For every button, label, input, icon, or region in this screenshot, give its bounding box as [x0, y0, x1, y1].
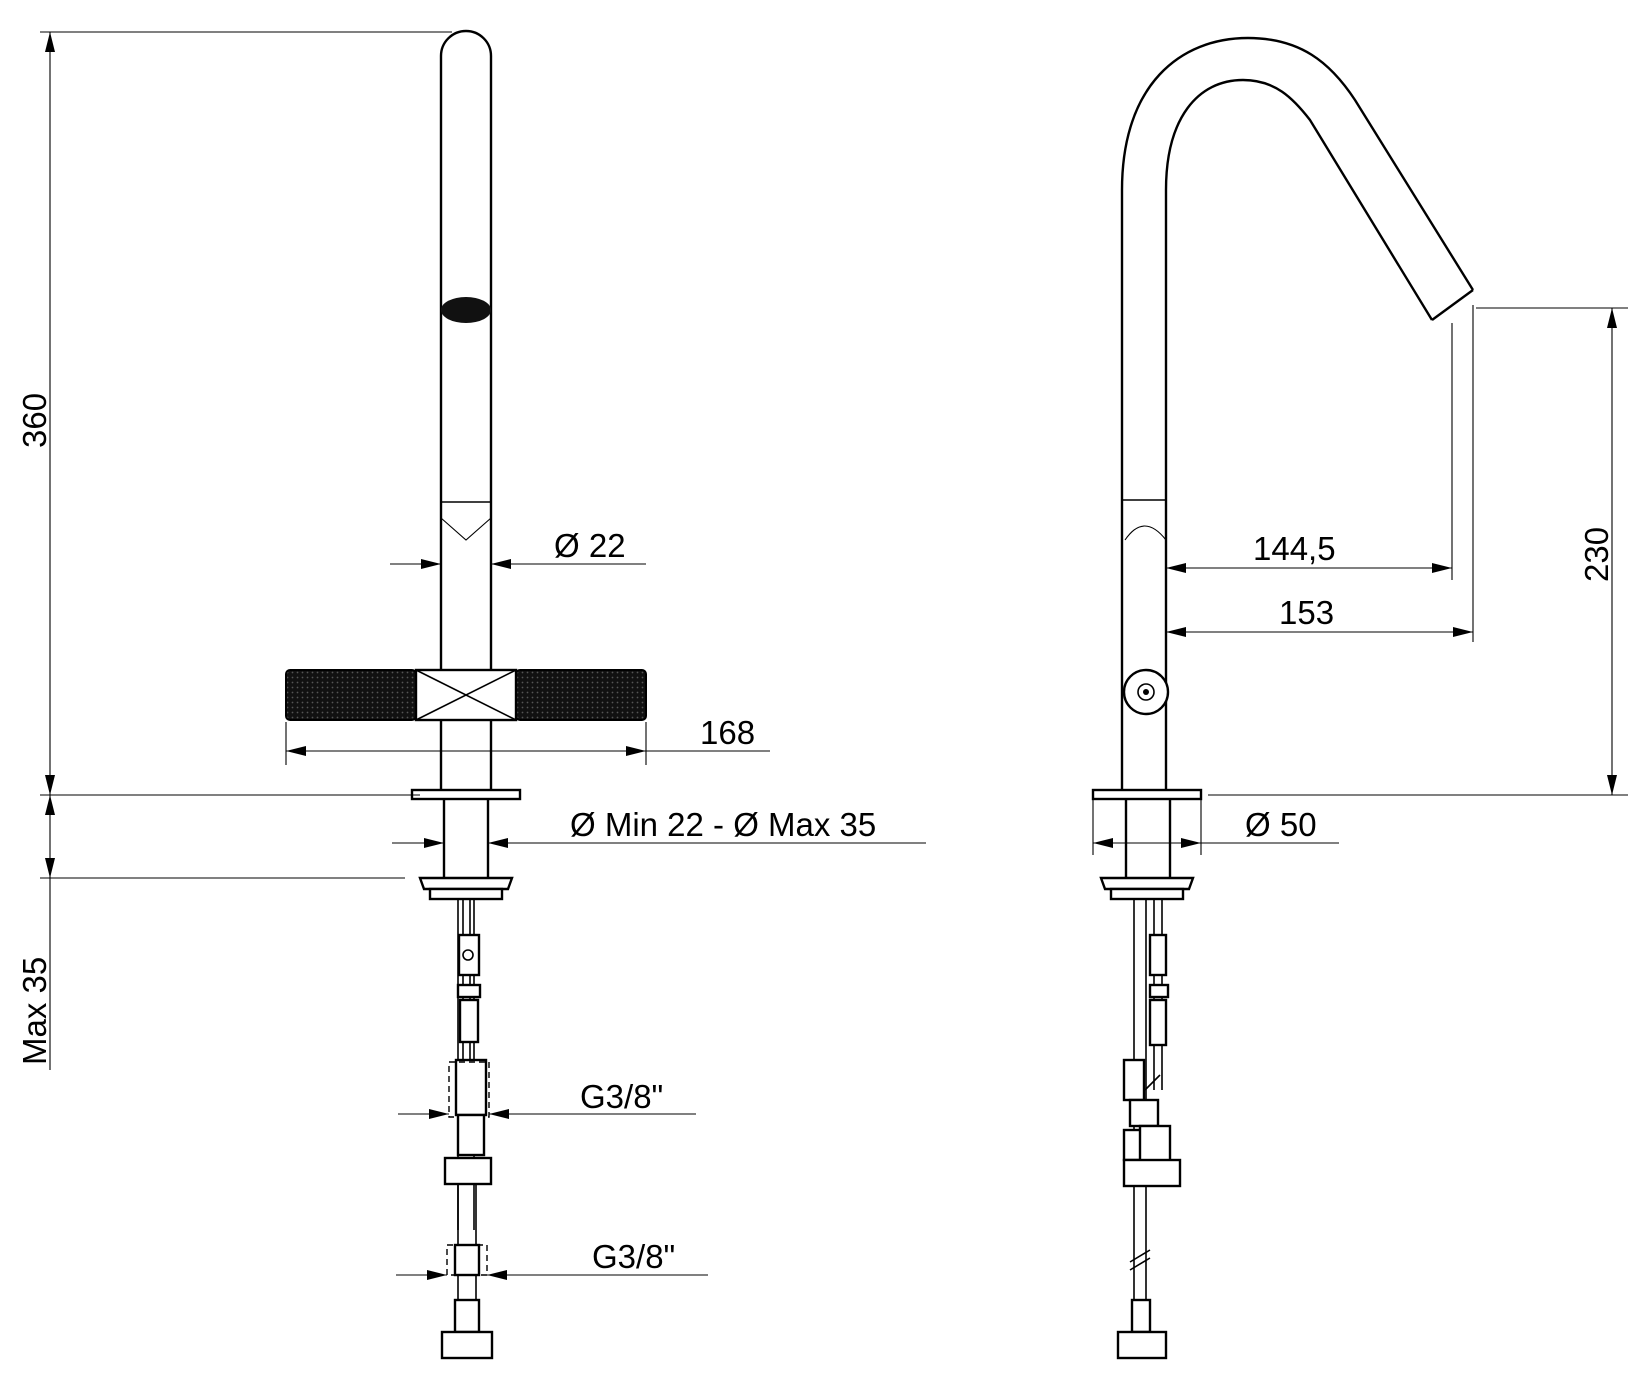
- front-hose-clip-hole: [462, 949, 474, 961]
- side-view: [1091, 36, 1475, 1360]
- dim-height-360: 360: [16, 31, 452, 796]
- dim-text-g38-upper: G3/8": [580, 1078, 663, 1115]
- side-lever-knob-center: [1143, 689, 1149, 695]
- left-knurled-handle: [285, 669, 417, 721]
- front-cross-handle: [285, 668, 647, 722]
- front-hose-end-nut: [440, 1330, 494, 1360]
- side-hoses: [1116, 899, 1182, 1360]
- dim-text-230: 230: [1578, 527, 1615, 582]
- dim-text-153: 153: [1279, 594, 1334, 631]
- dim-base-diameter-50: Ø 50: [1092, 800, 1339, 855]
- dim-text-max-35: Max 35: [16, 957, 53, 1065]
- dim-spout-height-230: 230: [1208, 307, 1628, 796]
- side-hose-end-nut: [1116, 1330, 1168, 1360]
- front-spout-tube: [439, 29, 493, 670]
- side-tube-arc: [1124, 525, 1167, 541]
- side-check-valve: [1122, 1158, 1182, 1188]
- dim-hose-connection-lower: G3/8": [396, 1238, 708, 1280]
- front-base-plate: [410, 788, 522, 801]
- dim-text-base-diameter: Ø 50: [1245, 806, 1317, 843]
- dim-text-168: 168: [700, 714, 755, 751]
- dim-spout-diameter: Ø 22: [390, 527, 646, 569]
- dim-hole-diameter: Ø Min 22 - Ø Max 35: [392, 806, 926, 848]
- side-connector-a: [1122, 1058, 1146, 1102]
- front-fixing-nut: [418, 876, 514, 891]
- side-base-plate: [1091, 788, 1203, 801]
- side-fixing-nut: [1099, 876, 1195, 891]
- side-spout-outer: [1120, 36, 1475, 790]
- front-hoses: [440, 899, 494, 1360]
- dim-text-hole-diameter: Ø Min 22 - Ø Max 35: [570, 806, 876, 843]
- dim-handle-168: 168: [285, 714, 770, 765]
- right-knurled-handle: [515, 669, 647, 721]
- front-check-valve: [443, 1156, 493, 1186]
- front-hose-clip: [457, 933, 481, 977]
- front-tube-chevron: [440, 517, 492, 541]
- front-upper-connector: [454, 1058, 488, 1117]
- dim-deck-thickness: Max 35: [16, 795, 405, 1070]
- side-spout-outlet: [1431, 289, 1474, 321]
- front-aerator-outlet: [441, 297, 491, 323]
- side-fixing-washer: [1109, 887, 1185, 901]
- dim-reach-144-5: 144,5: [1166, 323, 1453, 580]
- front-lower-connector: [453, 1243, 481, 1277]
- dim-reach-153: 153: [1166, 305, 1474, 642]
- dim-text-360: 360: [16, 393, 53, 448]
- side-lever-knob-inner: [1137, 683, 1155, 701]
- front-view: [285, 29, 647, 1360]
- hub-cross-line-b: [415, 669, 517, 721]
- dim-text-144-5: 144,5: [1253, 530, 1336, 567]
- dim-text-g38-lower: G3/8": [592, 1238, 675, 1275]
- front-fixing-washer: [428, 887, 504, 901]
- dim-hose-connection-upper: G3/8": [398, 1078, 696, 1119]
- dim-text-spout-diameter: Ø 22: [554, 527, 626, 564]
- front-lower-connector-outline: [446, 1244, 488, 1276]
- side-spout-inner: [1164, 78, 1434, 790]
